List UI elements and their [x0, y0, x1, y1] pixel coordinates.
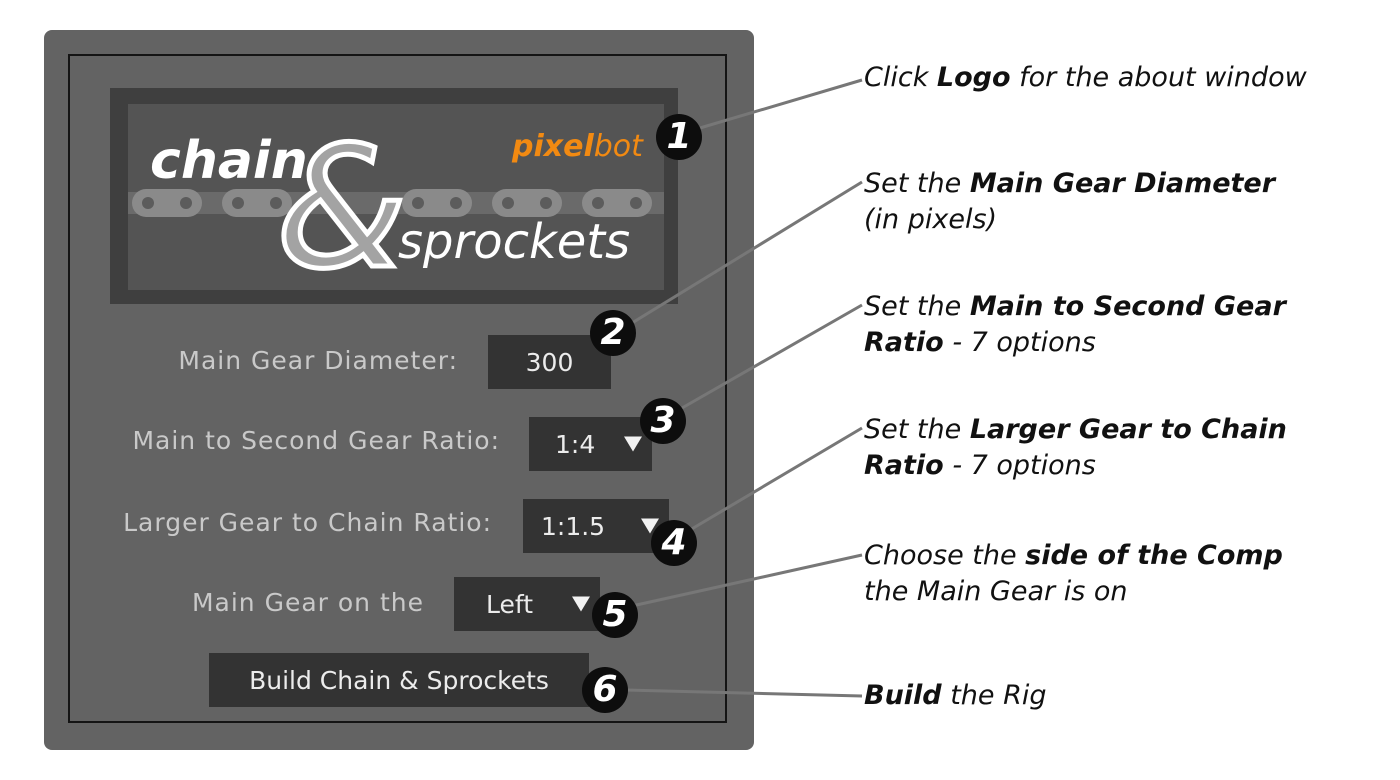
note-ratio-chain: Set the Larger Gear to Chain Ratio - 7 o… — [864, 414, 1287, 481]
diameter-label: Main Gear Diameter: — [178, 346, 458, 375]
callout-badge-3: 3 — [640, 398, 686, 444]
note-diameter: Set the Main Gear Diameter (in pixels) — [864, 168, 1276, 235]
note-logo: Click Logo for the about window — [864, 62, 1307, 93]
ratio-chain-label: Larger Gear to Chain Ratio: — [123, 508, 492, 537]
logo-brand-bot: bot — [594, 129, 644, 164]
logo-word-chain: chain — [150, 131, 308, 191]
build-button[interactable]: Build Chain & Sprockets — [209, 653, 589, 707]
side-value: Left — [486, 589, 534, 619]
logo-brand-pixel: pixel — [511, 129, 594, 164]
build-button-label: Build Chain & Sprockets — [249, 665, 549, 695]
callout-badge-1: 1 — [656, 114, 702, 160]
logo-ampersand: & — [276, 110, 407, 304]
ratio-chain-value: 1:1.5 — [541, 511, 606, 541]
chain-links-graphic — [132, 189, 652, 217]
ratio-second-dropdown[interactable]: 1:4 — [529, 417, 652, 471]
callout-badge-6: 6 — [582, 667, 628, 713]
logo-word-sprockets: sprockets — [398, 214, 630, 270]
side-dropdown[interactable]: Left — [454, 577, 600, 631]
logo-graphic: & chain sprockets pixelbot — [110, 88, 678, 304]
ratio-second-value: 1:4 — [555, 429, 596, 459]
callout-badge-4: 4 — [651, 520, 697, 566]
logo-brand-pixelbot: pixelbot — [511, 129, 644, 164]
dropdown-arrow-icon — [624, 436, 642, 452]
panel-inner-frame — [68, 54, 727, 723]
ratio-second-label: Main to Second Gear Ratio: — [132, 426, 500, 455]
callout-badge-2: 2 — [590, 310, 636, 356]
logo-button[interactable]: & chain sprockets pixelbot — [110, 88, 678, 304]
dropdown-arrow-icon — [572, 596, 590, 612]
diameter-input[interactable]: 300 — [488, 335, 611, 389]
ratio-chain-dropdown[interactable]: 1:1.5 — [523, 499, 669, 553]
note-build: Build the Rig — [864, 680, 1047, 711]
side-label: Main Gear on the — [191, 588, 424, 617]
note-side: Choose the side of the Comp the Main Gea… — [864, 540, 1283, 607]
callout-badge-5: 5 — [592, 592, 638, 638]
note-ratio-second: Set the Main to Second Gear Ratio - 7 op… — [864, 291, 1286, 358]
diameter-value: 300 — [525, 347, 574, 377]
